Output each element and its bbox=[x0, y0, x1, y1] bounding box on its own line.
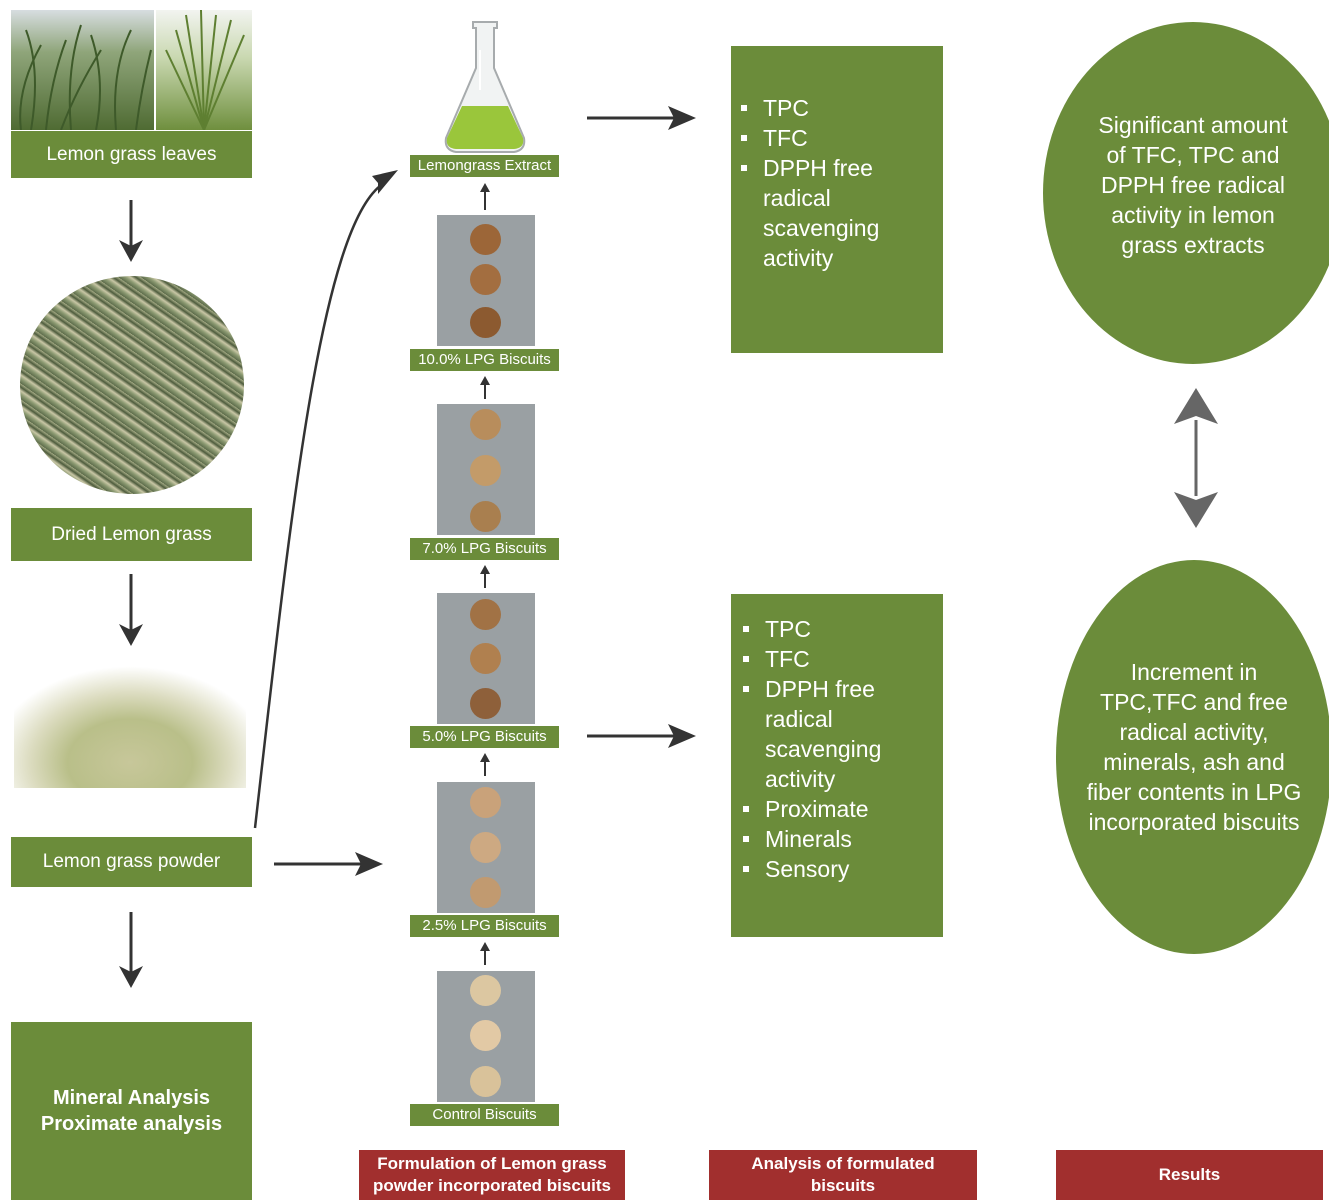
double-arrow-results bbox=[1174, 388, 1218, 528]
up-arrow-7-to-10 bbox=[480, 376, 490, 399]
biscuits-5-photo bbox=[437, 593, 535, 724]
biscuit bbox=[470, 975, 501, 1006]
biscuit bbox=[470, 224, 501, 255]
bottom-item: Proximate bbox=[733, 794, 943, 824]
right-arrow-biscuits-to-analysis bbox=[587, 724, 696, 748]
result-oval-biscuits: Increment in TPC,TFC and free radical ac… bbox=[1056, 560, 1329, 954]
bottom-item: DPPH free radical scavenging activity bbox=[733, 674, 943, 794]
up-arrow-5-to-7 bbox=[480, 565, 490, 588]
top-item: DPPH free radical scavenging activity bbox=[731, 153, 943, 273]
biscuit bbox=[470, 877, 501, 908]
biscuit bbox=[470, 1020, 501, 1051]
result-oval-extract: Significant amount of TFC, TPC and DPPH … bbox=[1043, 22, 1329, 364]
biscuit bbox=[470, 599, 501, 630]
up-arrow-2.5-to-5 bbox=[480, 753, 490, 776]
lemon-grass-powder-photo bbox=[14, 660, 246, 788]
down-arrow-leaves-to-dried bbox=[119, 200, 143, 262]
biscuits-10-photo bbox=[437, 215, 535, 346]
bottom-item: TPC bbox=[733, 614, 943, 644]
lemon-grass-field-photo bbox=[11, 10, 154, 130]
stalks-icon bbox=[165, 10, 245, 130]
lemongrass-extract-label: Lemongrass Extract bbox=[410, 155, 559, 177]
biscuit bbox=[470, 264, 501, 295]
biscuit bbox=[470, 409, 501, 440]
bottom-item: TFC bbox=[733, 644, 943, 674]
biscuit bbox=[470, 787, 501, 818]
biscuit bbox=[470, 501, 501, 532]
right-arrow-extract-to-analysis bbox=[587, 106, 696, 130]
biscuits-control-photo bbox=[437, 971, 535, 1102]
down-arrow-dried-to-powder bbox=[119, 574, 143, 646]
biscuits-label-7: 7.0% LPG Biscuits bbox=[410, 538, 559, 560]
biscuits-7-photo bbox=[437, 404, 535, 535]
biscuit bbox=[470, 455, 501, 486]
biscuits-label-5: 5.0% LPG Biscuits bbox=[410, 726, 559, 748]
biscuits-2.5-photo bbox=[437, 782, 535, 913]
footer-results: Results bbox=[1056, 1150, 1323, 1200]
biscuits-label-10: 10.0% LPG Biscuits bbox=[410, 349, 559, 371]
bottom-item: Minerals bbox=[733, 824, 943, 854]
down-arrow-powder-to-analysis bbox=[119, 912, 143, 988]
biscuit bbox=[470, 1066, 501, 1097]
lemon-grass-leaves-label: Lemon grass leaves bbox=[11, 131, 252, 178]
proximate-analysis-text: Proximate analysis bbox=[40, 1113, 223, 1135]
lemon-grass-stalks-photo bbox=[156, 10, 252, 130]
grass-blades-icon bbox=[19, 24, 152, 130]
bottom-item: Sensory bbox=[733, 854, 943, 884]
biscuit bbox=[470, 832, 501, 863]
biscuit bbox=[470, 688, 501, 719]
flask-icon bbox=[444, 21, 526, 153]
top-item: TPC bbox=[731, 93, 943, 123]
dried-lemon-grass-photo bbox=[20, 276, 244, 494]
biscuit bbox=[470, 307, 501, 338]
dried-lemon-grass-label: Dried Lemon grass bbox=[11, 508, 252, 561]
up-arrow-control-to-2.5 bbox=[480, 942, 490, 965]
mineral-proximate-analysis-box: Mineral Analysis Proximate analysis bbox=[11, 1022, 252, 1200]
biscuits-label-2.5: 2.5% LPG Biscuits bbox=[410, 915, 559, 937]
lemon-grass-powder-label: Lemon grass powder bbox=[11, 837, 252, 887]
right-arrow-powder-to-biscuits bbox=[274, 852, 383, 876]
biscuits-label-control: Control Biscuits bbox=[410, 1104, 559, 1126]
curved-arrow-powder-to-extract bbox=[253, 170, 398, 829]
biscuit bbox=[470, 643, 501, 674]
up-arrow-10-to-extract bbox=[480, 183, 490, 210]
mineral-analysis-text: Mineral Analysis bbox=[52, 1087, 211, 1109]
top-item: TFC bbox=[731, 123, 943, 153]
footer-analysis: Analysis of formulated biscuits bbox=[709, 1150, 977, 1200]
footer-formulation: Formulation of Lemon grass powder incorp… bbox=[359, 1150, 625, 1200]
